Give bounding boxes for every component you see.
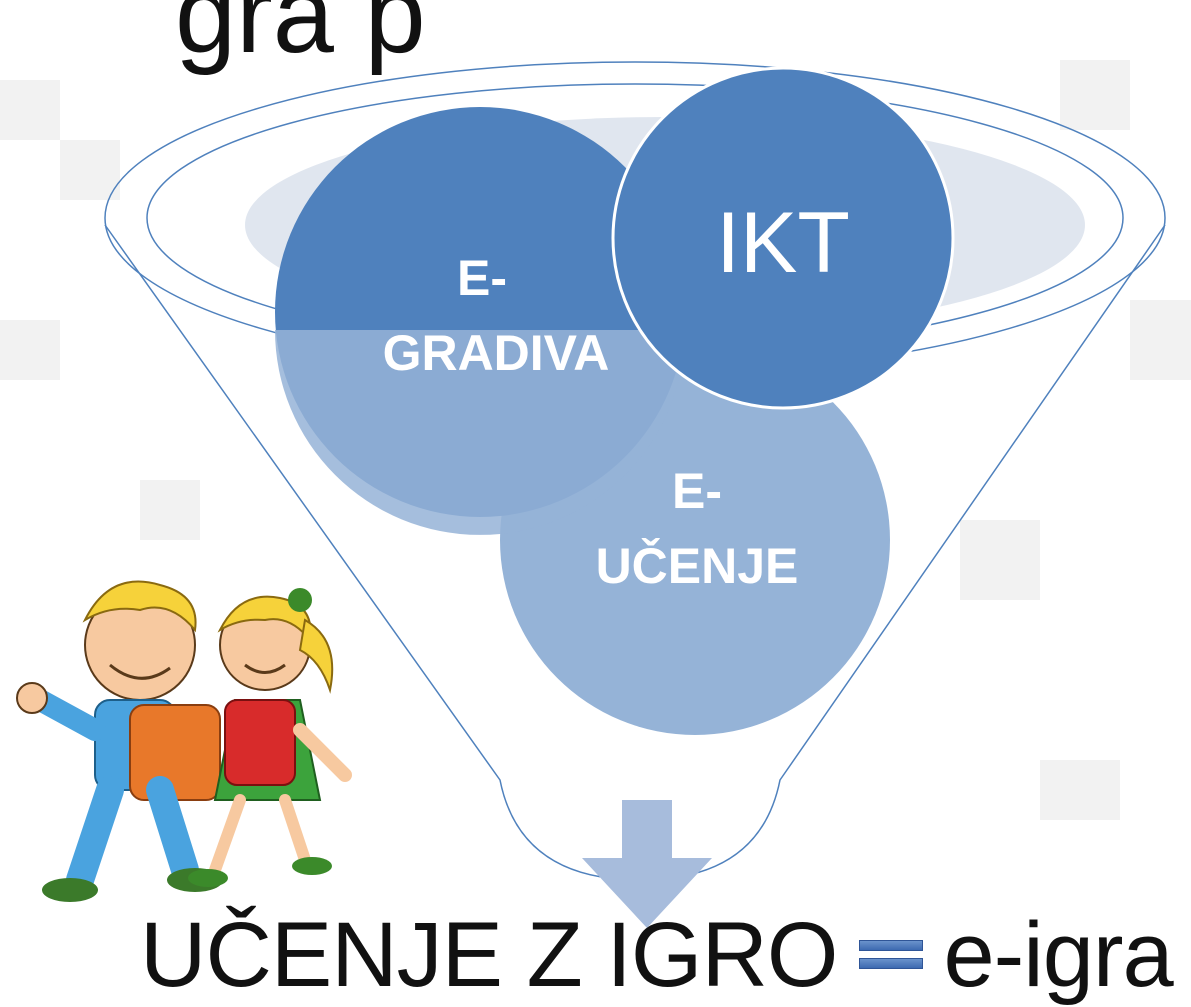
bg-tile	[1130, 300, 1191, 380]
e-ucenje-label-1: E-	[672, 463, 722, 519]
bg-tile	[0, 320, 60, 380]
ikt-label: IKT	[716, 195, 850, 291]
bg-tile	[140, 480, 200, 540]
bg-tile	[60, 140, 120, 200]
bg-tile	[1060, 60, 1130, 130]
e-gradiva-label-2: GRADIVA	[383, 325, 610, 381]
result-right-text: e-igra	[943, 903, 1173, 1006]
result-left-text: UČENJE Z IGRO	[140, 903, 838, 1006]
children-with-backpacks-illustration	[16, 580, 352, 902]
down-arrow-icon	[582, 800, 712, 928]
e-ucenje-label-2: UČENJE	[596, 537, 799, 594]
bg-tile	[0, 80, 60, 140]
e-gradiva-label-1: E-	[457, 250, 507, 306]
bg-tile	[1040, 760, 1120, 820]
title-partial: gra p	[175, 0, 426, 76]
circle-e-gradiva-lower	[275, 330, 685, 535]
equals-icon	[859, 938, 924, 972]
result-line: UČENJE Z IGRO e-igra	[140, 900, 1191, 1007]
bg-tile	[960, 520, 1040, 600]
circle-ikt	[611, 66, 955, 410]
